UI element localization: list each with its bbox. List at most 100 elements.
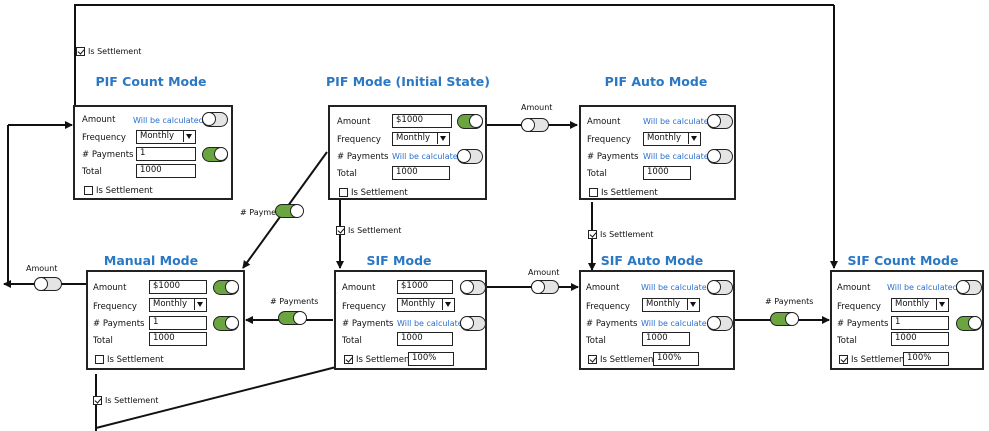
pif-amount-label: Amount bbox=[521, 103, 553, 112]
settlement-percent-input[interactable]: 100% bbox=[653, 352, 699, 366]
payments-toggle[interactable] bbox=[460, 316, 486, 331]
frequency-label: Frequency bbox=[342, 302, 386, 312]
sif-auto-panel: Amount Will be calculated Frequency Mont… bbox=[579, 270, 735, 370]
pif-amount-toggle[interactable] bbox=[520, 117, 549, 132]
settlement-label: Is Settlement bbox=[356, 355, 413, 365]
amount-toggle[interactable] bbox=[460, 280, 486, 295]
amount-toggle[interactable] bbox=[707, 280, 733, 295]
left-amount-toggle[interactable] bbox=[33, 276, 62, 291]
frequency-select[interactable]: Monthly bbox=[397, 298, 455, 312]
payments-calculated: Will be calculated bbox=[643, 152, 714, 161]
total-label: Total bbox=[342, 336, 362, 346]
payments-label: # Payments bbox=[342, 319, 394, 329]
amount-label: Amount bbox=[337, 117, 371, 127]
chevron-down-icon bbox=[687, 299, 699, 310]
amount-label: Amount bbox=[342, 283, 376, 293]
sif-title: SIF Mode bbox=[366, 253, 432, 268]
frequency-select[interactable]: Monthly bbox=[642, 298, 700, 312]
payments-input[interactable]: 1 bbox=[149, 316, 207, 330]
amount-toggle[interactable] bbox=[956, 280, 982, 295]
total-input[interactable]: 1000 bbox=[136, 164, 196, 178]
frequency-label: Frequency bbox=[587, 135, 631, 145]
auto-count-payments-toggle[interactable] bbox=[770, 311, 799, 326]
diag-payments-toggle[interactable] bbox=[275, 203, 304, 218]
total-label: Total bbox=[587, 169, 607, 179]
payments-calculated: Will be calculated bbox=[397, 319, 468, 328]
top-settlement-checkbox[interactable] bbox=[76, 47, 85, 56]
amount-input[interactable]: $1000 bbox=[397, 280, 453, 294]
pif-auto-title: PIF Auto Mode bbox=[604, 74, 708, 89]
payments-toggle[interactable] bbox=[956, 316, 982, 331]
amount-toggle[interactable] bbox=[213, 280, 239, 295]
total-input[interactable]: 1000 bbox=[891, 332, 949, 346]
manual-panel: Amount $1000 Frequency Monthly # Payment… bbox=[86, 270, 245, 370]
settlement-label: Is Settlement bbox=[107, 355, 164, 365]
frequency-value: Monthly bbox=[396, 133, 431, 143]
chevron-down-icon bbox=[442, 299, 454, 310]
settlement-checkbox[interactable] bbox=[84, 186, 93, 195]
settlement-label: Is Settlement bbox=[351, 188, 408, 198]
total-input[interactable]: 1000 bbox=[392, 166, 450, 180]
amount-input[interactable]: $1000 bbox=[149, 280, 207, 294]
sif-auto-title: SIF Auto Mode bbox=[600, 253, 704, 268]
total-label: Total bbox=[82, 167, 102, 177]
settlement-label: Is Settlement bbox=[851, 355, 908, 365]
chevron-down-icon bbox=[437, 133, 449, 144]
pif-initial-title: PIF Mode (Initial State) bbox=[326, 74, 490, 89]
frequency-value: Monthly bbox=[140, 131, 175, 141]
settlement-percent-input[interactable]: 100% bbox=[408, 352, 454, 366]
payments-toggle[interactable] bbox=[213, 316, 239, 331]
sif-amount-toggle[interactable] bbox=[530, 279, 559, 294]
settlement-checkbox[interactable] bbox=[588, 355, 597, 364]
bottom-settlement-checkbox[interactable] bbox=[93, 396, 102, 405]
total-label: Total bbox=[586, 336, 606, 346]
amount-calculated: Will be calculated bbox=[641, 283, 712, 292]
frequency-select[interactable]: Monthly bbox=[891, 298, 949, 312]
amount-label: Amount bbox=[837, 283, 871, 293]
pif-auto-panel: Amount Will be calculated Frequency Mont… bbox=[579, 105, 736, 200]
frequency-label: Frequency bbox=[837, 302, 881, 312]
total-input[interactable]: 1000 bbox=[397, 332, 453, 346]
payments-toggle[interactable] bbox=[202, 147, 228, 162]
sif-manual-payments-toggle[interactable] bbox=[278, 310, 307, 325]
total-input[interactable]: 1000 bbox=[643, 166, 691, 180]
amount-label: Amount bbox=[587, 117, 621, 127]
mid-settlement-label: Is Settlement bbox=[348, 226, 402, 235]
payments-label: # Payments bbox=[586, 319, 638, 329]
frequency-select[interactable]: Monthly bbox=[149, 298, 207, 312]
frequency-label: Frequency bbox=[82, 133, 126, 143]
amount-input[interactable]: $1000 bbox=[392, 114, 452, 128]
amount-toggle[interactable] bbox=[202, 112, 228, 127]
amount-label: Amount bbox=[93, 283, 127, 293]
settlement-label: Is Settlement bbox=[601, 188, 658, 198]
total-input[interactable]: 1000 bbox=[149, 332, 207, 346]
frequency-label: Frequency bbox=[93, 302, 137, 312]
pif-count-panel: Amount Will be calculated Frequency Mont… bbox=[73, 105, 233, 200]
frequency-select[interactable]: Monthly bbox=[136, 130, 196, 144]
total-input[interactable]: 1000 bbox=[642, 332, 690, 346]
sif-panel: Amount $1000 Frequency Monthly # Payment… bbox=[334, 270, 487, 370]
settlement-percent-input[interactable]: 100% bbox=[903, 352, 949, 366]
frequency-select[interactable]: Monthly bbox=[392, 132, 450, 146]
settlement-checkbox[interactable] bbox=[344, 355, 353, 364]
payments-label: # Payments bbox=[337, 152, 389, 162]
settlement-checkbox[interactable] bbox=[589, 188, 598, 197]
settlement-checkbox[interactable] bbox=[839, 355, 848, 364]
settlement-checkbox[interactable] bbox=[95, 355, 104, 364]
payments-input[interactable]: 1 bbox=[891, 316, 949, 330]
amount-toggle[interactable] bbox=[457, 114, 483, 129]
chevron-down-icon bbox=[183, 131, 195, 142]
payments-toggle[interactable] bbox=[707, 149, 733, 164]
frequency-select[interactable]: Monthly bbox=[643, 132, 701, 146]
settlement-label: Is Settlement bbox=[96, 186, 153, 196]
payments-input[interactable]: 1 bbox=[136, 147, 196, 161]
payments-toggle[interactable] bbox=[707, 316, 733, 331]
amount-toggle[interactable] bbox=[707, 114, 733, 129]
payments-toggle[interactable] bbox=[457, 149, 483, 164]
frequency-value: Monthly bbox=[895, 299, 930, 309]
top-settlement-label: Is Settlement bbox=[88, 47, 142, 56]
right-settlement-checkbox[interactable] bbox=[588, 230, 597, 239]
frequency-value: Monthly bbox=[647, 133, 682, 143]
mid-settlement-checkbox[interactable] bbox=[336, 226, 345, 235]
settlement-checkbox[interactable] bbox=[339, 188, 348, 197]
